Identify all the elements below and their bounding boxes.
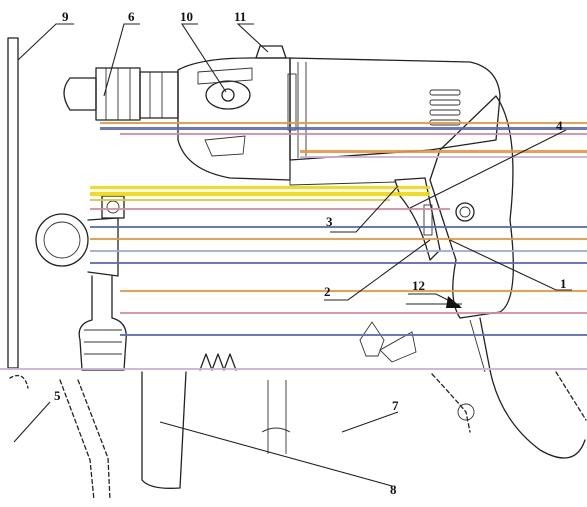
callout-9: 9 bbox=[62, 9, 69, 24]
callout-5: 5 bbox=[54, 388, 61, 403]
leader-10 bbox=[180, 23, 227, 93]
support-leg bbox=[141, 371, 187, 489]
lower-distorted-region bbox=[9, 371, 587, 501]
accessory-parts bbox=[199, 321, 417, 371]
callout-7: 7 bbox=[392, 398, 399, 413]
callout-3: 3 bbox=[326, 214, 333, 229]
auxiliary-side-handle bbox=[35, 195, 127, 371]
leader-5 bbox=[13, 401, 51, 443]
mode-selector-knob bbox=[205, 80, 251, 110]
drill-body bbox=[63, 45, 586, 459]
callout-labels: 9 6 10 11 4 3 2 1 12 5 7 8 bbox=[54, 9, 567, 497]
callout-10: 10 bbox=[180, 9, 193, 24]
power-cord bbox=[479, 317, 586, 459]
leader-9 bbox=[17, 23, 74, 61]
motor-housing bbox=[289, 57, 501, 161]
callout-2: 2 bbox=[324, 284, 331, 299]
callout-8: 8 bbox=[390, 482, 397, 497]
pistol-grip-handle bbox=[429, 95, 514, 319]
top-lock-button bbox=[255, 45, 287, 59]
callout-6: 6 bbox=[128, 9, 135, 24]
leader-7 bbox=[341, 411, 399, 433]
leader-8 bbox=[159, 421, 393, 487]
chuck-collar bbox=[139, 71, 179, 119]
depth-gauge-rod bbox=[7, 37, 19, 369]
leader-6 bbox=[103, 23, 140, 97]
handle-clamp-ring bbox=[35, 213, 89, 267]
callout-12: 12 bbox=[412, 278, 425, 293]
clamp-block bbox=[87, 217, 119, 277]
callout-1: 1 bbox=[560, 276, 567, 291]
leader-4 bbox=[409, 129, 567, 209]
speed-lock-button bbox=[455, 202, 475, 222]
trigger bbox=[394, 177, 441, 261]
scan-artifacts bbox=[0, 122, 587, 370]
leader-1 bbox=[449, 239, 572, 291]
handle-grip bbox=[78, 275, 127, 371]
arrow-12 bbox=[446, 296, 462, 308]
leader-3 bbox=[330, 185, 399, 233]
leader-lines bbox=[13, 23, 572, 487]
drill-bit-tip bbox=[63, 77, 97, 111]
gearbox-housing bbox=[177, 57, 291, 181]
leader-11 bbox=[236, 23, 269, 53]
carbon-brush bbox=[379, 331, 417, 363]
callout-4: 4 bbox=[556, 118, 563, 133]
gear-teeth bbox=[199, 353, 237, 371]
leader-2 bbox=[324, 239, 431, 301]
callout-11: 11 bbox=[234, 9, 246, 24]
